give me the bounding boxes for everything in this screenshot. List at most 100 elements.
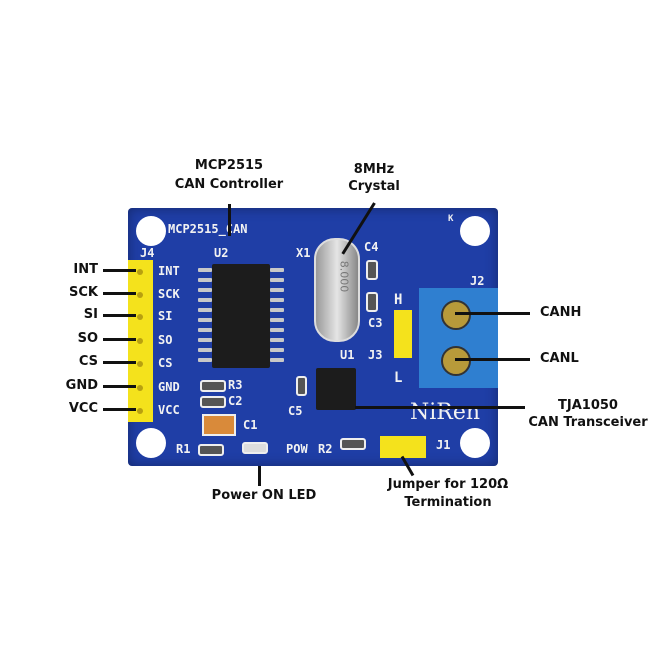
silk-c3: C3 xyxy=(368,316,383,330)
pin-label-cs: CS xyxy=(78,354,98,369)
screw-canl[interactable] xyxy=(441,346,471,376)
silk-cs: CS xyxy=(158,356,173,370)
silk-vcc: VCC xyxy=(158,403,180,417)
jumper-label: Jumper for 120Ω xyxy=(387,477,509,492)
chip-pin xyxy=(270,278,284,282)
silk-so: SO xyxy=(158,333,173,347)
chip-pin xyxy=(198,268,212,272)
silk-j3: J3 xyxy=(368,348,383,362)
silk-r1: R1 xyxy=(176,442,191,456)
pin-pointer xyxy=(103,338,136,341)
chip-pin xyxy=(270,308,284,312)
silk-j4: J4 xyxy=(140,246,155,260)
pin-label-sck: SCK xyxy=(69,285,98,300)
pin-pointer xyxy=(103,292,136,295)
chip-pin xyxy=(198,308,212,312)
can-controller-label: CAN Controller xyxy=(174,177,284,192)
crystal-x1: 8.000 xyxy=(314,238,360,342)
chip-pin xyxy=(270,298,284,302)
pin-pointer xyxy=(103,408,136,411)
crystal-freq-label: 8MHz xyxy=(353,162,395,177)
pin-label-si: SI xyxy=(83,307,98,322)
brand-logo: NiRen xyxy=(410,400,481,425)
resistor-r2 xyxy=(340,438,366,450)
chip-pin xyxy=(270,268,284,272)
termination-label: Termination xyxy=(404,495,492,510)
tja1050-label: TJA1050 xyxy=(558,398,618,413)
resistor-r1 xyxy=(198,444,224,456)
pin-pointer xyxy=(103,385,136,388)
chip-pin xyxy=(198,338,212,342)
silk-gnd: GND xyxy=(158,380,180,394)
jumper-j1[interactable] xyxy=(380,436,426,458)
pin-label-gnd: GND xyxy=(65,378,98,393)
capacitor-c5 xyxy=(296,376,307,396)
canh-pointer xyxy=(455,312,530,315)
tja1050-chip xyxy=(316,368,356,410)
chip-pin xyxy=(270,328,284,332)
mount-hole xyxy=(136,428,166,458)
canh-label: CANH xyxy=(540,305,582,320)
silk-j2: J2 xyxy=(470,274,485,288)
silk-u2: U2 xyxy=(214,246,229,260)
crystal-marking: 8.000 xyxy=(337,260,351,293)
chip-pin xyxy=(270,318,284,322)
chip-pin xyxy=(198,348,212,352)
silk-u1: U1 xyxy=(340,348,355,362)
silk-pow: POW xyxy=(286,442,308,456)
canl-label: CANL xyxy=(540,351,579,366)
screw-canh[interactable] xyxy=(441,300,471,330)
silk-j1: J1 xyxy=(436,438,451,452)
capacitor-c1 xyxy=(202,414,236,436)
chip-pin xyxy=(198,358,212,362)
chip-pin xyxy=(270,288,284,292)
silk-si: SI xyxy=(158,309,173,323)
mcp2515-pointer xyxy=(228,204,231,236)
silk-l: L xyxy=(394,370,403,386)
resistor-r3 xyxy=(200,380,226,392)
silk-k: K xyxy=(448,214,454,224)
silk-x1: X1 xyxy=(296,246,311,260)
pin-label-so: SO xyxy=(77,331,98,346)
mcp2515-label: MCP2515 xyxy=(194,158,264,173)
pin-pointer xyxy=(103,269,136,272)
chip-pin xyxy=(270,348,284,352)
board-name: MCP2515_CAN xyxy=(168,222,248,236)
power-led xyxy=(242,442,268,454)
capacitor-c2 xyxy=(200,396,226,408)
chip-pin xyxy=(198,278,212,282)
pin-label-int: INT xyxy=(73,262,98,277)
silk-c2: C2 xyxy=(228,394,243,408)
can-transceiver-label: CAN Transceiver xyxy=(528,415,648,430)
mount-hole xyxy=(460,428,490,458)
capacitor-c4 xyxy=(366,260,378,280)
silk-r2: R2 xyxy=(318,442,333,456)
chip-pin xyxy=(198,288,212,292)
jumper-j3[interactable] xyxy=(394,310,412,358)
chip-pin xyxy=(270,358,284,362)
pcb-board: MCP2515_CAN K J4 U2 X1 C4 C3 H L J3 J2 U… xyxy=(128,208,498,466)
tja1050-pointer xyxy=(355,406,525,409)
pin-pointer xyxy=(103,314,136,317)
silk-h: H xyxy=(394,292,403,308)
led-pointer xyxy=(258,466,261,486)
mcp2515-chip xyxy=(212,264,270,368)
canl-pointer xyxy=(455,358,530,361)
silk-c5: C5 xyxy=(288,404,303,418)
power-led-label: Power ON LED xyxy=(211,488,317,503)
silk-sck: SCK xyxy=(158,287,180,301)
pin-header-j4[interactable] xyxy=(128,260,153,422)
chip-pin xyxy=(270,338,284,342)
chip-pin xyxy=(198,318,212,322)
silk-c4: C4 xyxy=(364,240,379,254)
chip-pin xyxy=(198,298,212,302)
terminal-block-j2[interactable] xyxy=(419,288,498,388)
mount-hole xyxy=(460,216,490,246)
crystal-label: Crystal xyxy=(348,179,400,194)
silk-int: INT xyxy=(158,264,180,278)
capacitor-c3 xyxy=(366,292,378,312)
pin-pointer xyxy=(103,361,136,364)
silk-r3: R3 xyxy=(228,378,243,392)
silk-c1: C1 xyxy=(243,418,258,432)
